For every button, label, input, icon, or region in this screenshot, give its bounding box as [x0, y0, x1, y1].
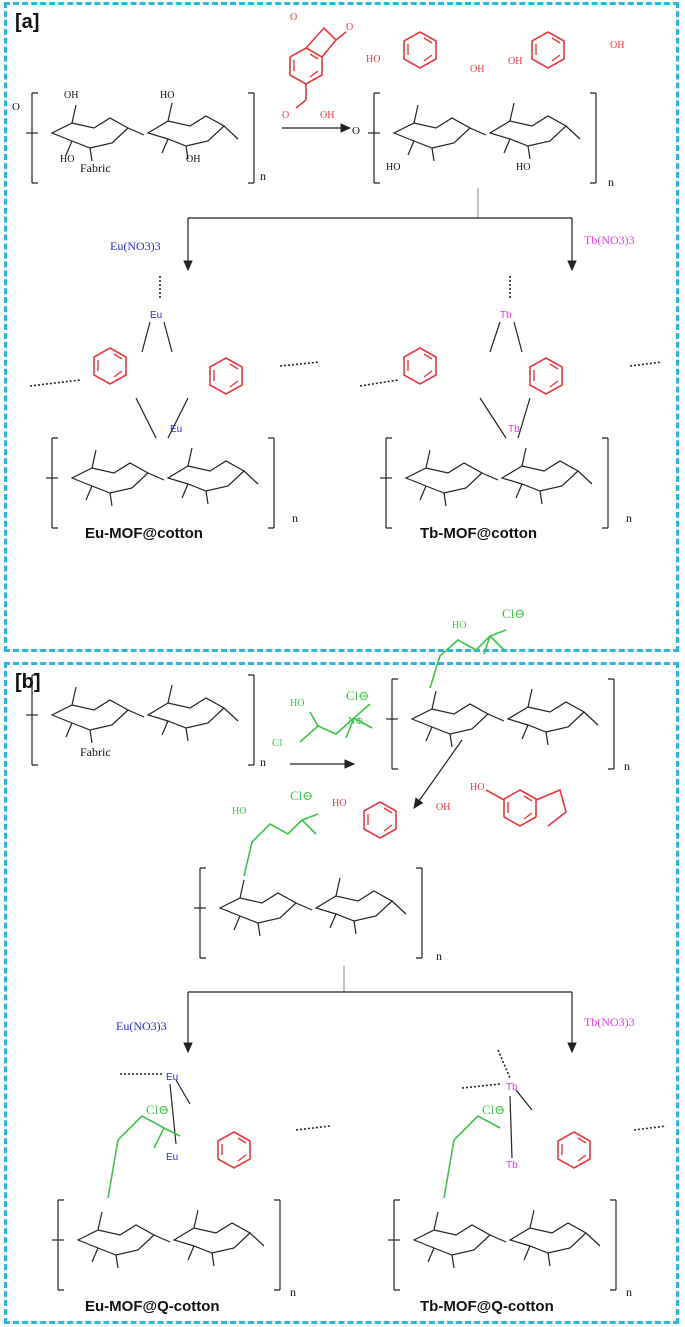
n-b5: n [626, 1285, 632, 1299]
ho-red-b2: HO [332, 798, 346, 809]
reagent-tb-a: Tb(NO3)3 [584, 233, 635, 247]
n-a3: n [292, 511, 298, 525]
panel-b: [b] [4, 662, 679, 1324]
oh-red-a3: OH [610, 40, 624, 51]
ho-red-a1: HO [366, 54, 380, 65]
oh-a2: OH [186, 154, 200, 165]
tb-mof-structure-b [443, 1049, 667, 1199]
o-a2: O [352, 125, 360, 137]
product-tb-b: Tb-MOF@Q-cotton [420, 1298, 554, 1315]
oh-a1: OH [64, 90, 78, 101]
tb-mof-structure-a [359, 276, 663, 439]
quat-group-b1 [429, 629, 507, 689]
o-label-a1: O [12, 101, 20, 113]
o-a-reagent1: O [290, 12, 297, 23]
oh-red-a1: OH [470, 64, 484, 75]
product-tb-a: Tb-MOF@cotton [420, 525, 537, 542]
o-a-reagent2: O [346, 22, 353, 33]
reagent-eu-a: Eu(NO3)3 [110, 239, 161, 253]
eu-mof-structure-b [107, 1073, 331, 1199]
tb-atom-a1: Tb [500, 310, 512, 321]
fabric-label-a: Fabric [80, 161, 111, 175]
panel-b-label: [b] [15, 671, 41, 693]
panel-a-label: [a] [15, 11, 40, 33]
n-plus-b1: N⊕ [348, 716, 364, 727]
product-eu-a: Eu-MOF@cotton [85, 525, 203, 542]
product-eu-b: Eu-MOF@Q-cotton [85, 1298, 220, 1315]
tb-atom-a2: Tb [508, 424, 520, 435]
trimellitic-anhydride-b [485, 788, 567, 827]
cl-minus-b5: Cl⊖ [482, 1102, 505, 1117]
o-a-reagent3: O [282, 110, 289, 121]
oh-red-a2: OH [508, 56, 522, 67]
arrow-b2 [413, 739, 463, 809]
n-b2: n [624, 759, 630, 773]
fabric-label-b: Fabric [80, 745, 111, 759]
eu-mof-structure-a [29, 276, 321, 439]
tb-atom-b2: Tb [506, 1160, 518, 1171]
ho-green-b1: HO [290, 698, 304, 709]
n-b3: n [436, 949, 442, 963]
tb-atom-b1: Tb [506, 1082, 518, 1093]
n-b4: n [290, 1285, 296, 1299]
oh-red-b2: OH [436, 802, 450, 813]
trimellitic-anhydride-a [289, 26, 347, 109]
ho-green-b2: HO [452, 620, 466, 631]
ho-a3: HO [386, 162, 400, 173]
oh-a-reagent: OH [320, 110, 334, 121]
ho-green-b3: HO [232, 806, 246, 817]
eu-atom-b2: Eu [166, 1152, 178, 1163]
cl-minus-b3: Cl⊖ [290, 788, 313, 803]
cl-minus-b4: Cl⊖ [146, 1102, 169, 1117]
n-a4: n [626, 511, 632, 525]
reagent-tb-b: Tb(NO3)3 [584, 1015, 635, 1029]
ho-red-b1: HO [470, 782, 484, 793]
cl-minus-b1: Cl⊖ [346, 688, 369, 703]
cl-minus-b2: Cl⊖ [502, 606, 525, 621]
ho-a2: HO [160, 90, 174, 101]
n-a2: n [608, 175, 614, 189]
n-b1: n [260, 755, 266, 769]
reagent-eu-b: Eu(NO3)3 [116, 1019, 167, 1033]
quat-group-b2 [243, 813, 319, 877]
panel-a: [a] [4, 2, 679, 652]
n-a1: n [260, 169, 266, 183]
eu-atom-b1: Eu [166, 1072, 178, 1083]
eu-atom-a1: Eu [150, 310, 162, 321]
eu-atom-a2: Eu [170, 424, 182, 435]
chp-tac-reagent [299, 703, 373, 743]
ho-a1: HO [60, 154, 74, 165]
cl-b1: Cl [272, 737, 282, 749]
ho-a4: HO [516, 162, 530, 173]
